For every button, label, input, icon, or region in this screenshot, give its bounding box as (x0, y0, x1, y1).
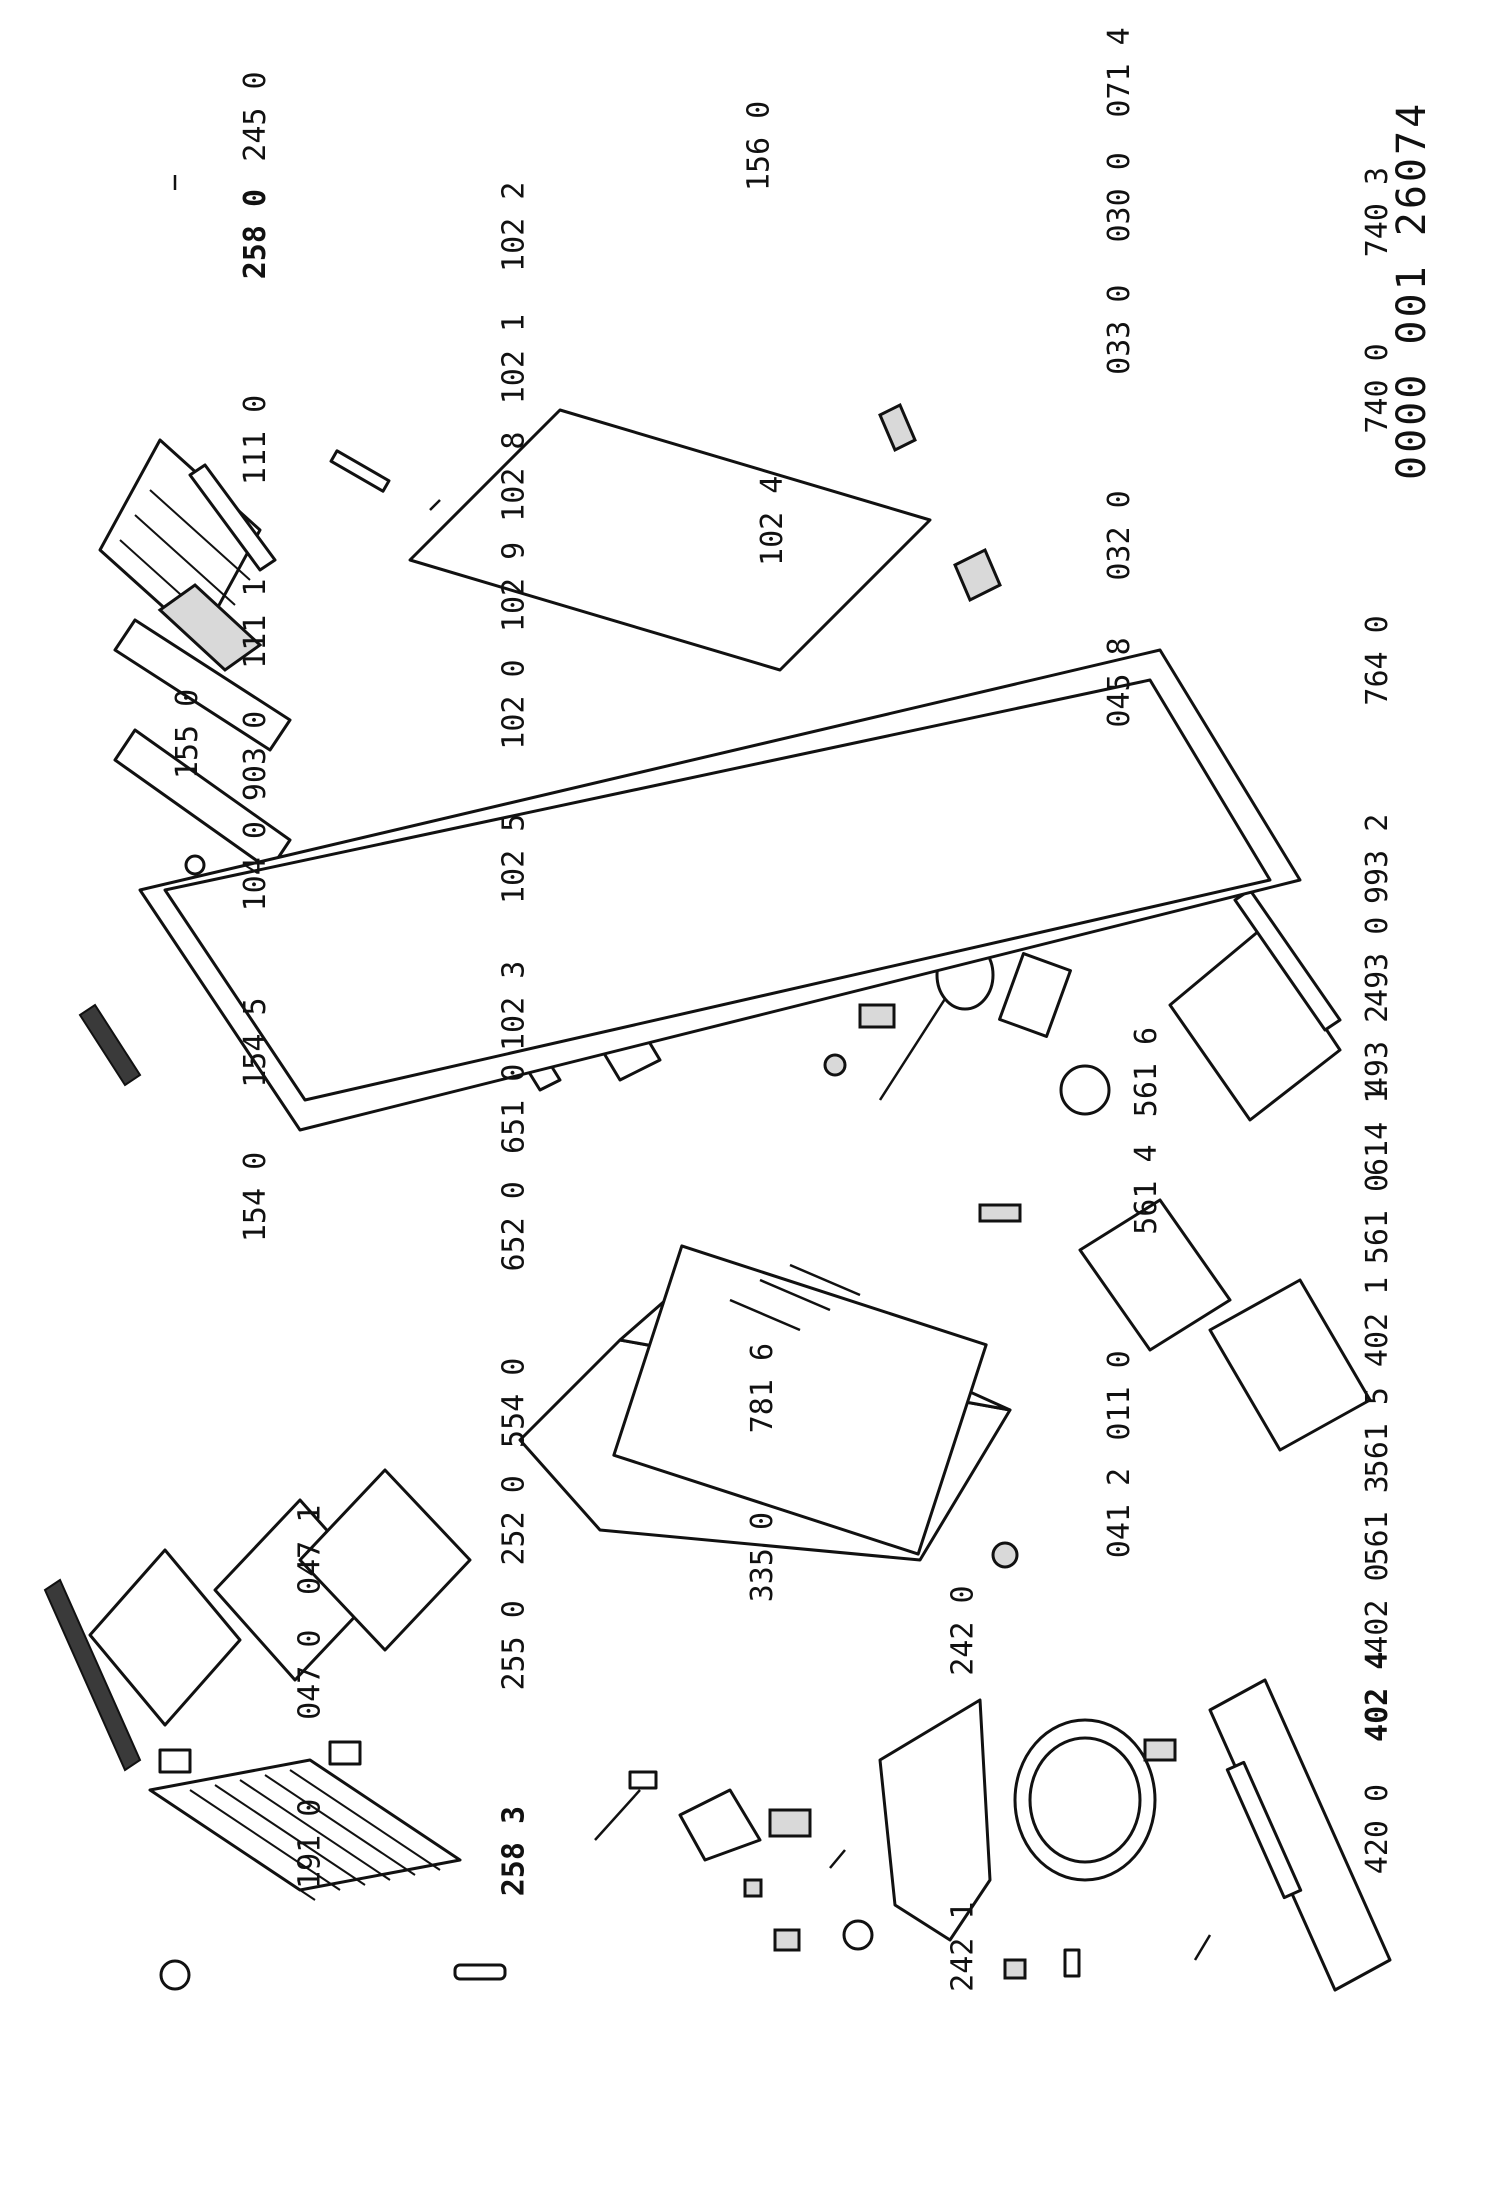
part-label-335-0: 335 0 (745, 1512, 780, 1602)
part-561-5-shape (1003, 1958, 1027, 1980)
part-402-1-shape (878, 1698, 992, 1942)
part-493-0-shape (678, 1788, 762, 1862)
part-label-255-0: 255 0 (497, 1600, 532, 1690)
part-label-245-0: 245 0 (238, 71, 273, 161)
part-label-102-3: 102 3 (497, 961, 532, 1051)
part-label-041-2: 041 2 (1102, 1468, 1137, 1558)
part-242-0-shape (1078, 1198, 1232, 1352)
part-561-0-shape (842, 1919, 874, 1951)
part-label-258-0: 258 0 (238, 189, 273, 279)
part-label-111-0: 111 0 (238, 395, 273, 485)
part-561-6-shape (768, 1808, 812, 1838)
part-047-1-shape (878, 402, 917, 453)
part-label-561-0: 561 0 (1360, 1174, 1395, 1264)
part-label-402-1: 402 1 (1360, 1277, 1395, 1367)
part-label-111-1: 111 1 (238, 579, 273, 669)
part-label-561-6: 561 6 (1129, 1027, 1164, 1117)
part-label-764-0: 764 0 (1360, 615, 1395, 705)
part-label-258-3: 258 3 (497, 1806, 532, 1896)
part-label-102-2: 102 2 (497, 182, 532, 272)
part-011-0-shape (991, 1541, 1019, 1569)
part-154-0-shape (113, 728, 292, 872)
part-258-0-shape (188, 463, 277, 572)
part-label-102-9: 102 9 (497, 542, 532, 632)
part-label-156-0: 156 0 (741, 101, 776, 191)
part-402-4-shape (1193, 1934, 1212, 1961)
part-label-154-5: 154 5 (238, 997, 273, 1087)
part-111-1-shape (429, 499, 441, 511)
part-label-011-0: 011 0 (1102, 1350, 1137, 1440)
part-111-0-shape (329, 449, 391, 493)
part-label-033-0: 033 0 (1102, 285, 1137, 375)
part-label-651-0: 651 0 (497, 1064, 532, 1154)
part-614-1-shape (773, 1928, 801, 1952)
part-label-781-6: 781 6 (745, 1343, 780, 1433)
part-label-420-0: 420 0 (1360, 1784, 1395, 1874)
part-335-0-shape (1059, 1064, 1111, 1116)
part-252-0-shape (998, 952, 1072, 1038)
part-255-0-shape (1168, 928, 1342, 1122)
part-242-1-shape (1208, 1278, 1372, 1452)
part-label-104-0: 104 0 (238, 821, 273, 911)
part-label-191-0: 191 0 (293, 1799, 328, 1889)
part-652-0-shape (858, 1003, 896, 1029)
part-993-2-shape (594, 1770, 658, 1841)
part-740-3-shape (159, 1959, 191, 1991)
part-191-0-gasket (163, 678, 1272, 1102)
part-label-993-2: 993 2 (1360, 814, 1395, 904)
part-156-0-shape (78, 1003, 142, 1087)
part-label-047-0: 047 0 (293, 1630, 328, 1720)
part-154-5-shape (113, 618, 292, 752)
base-plate (1208, 1678, 1392, 1992)
part-label-252-0: 252 0 (497, 1475, 532, 1565)
part-label-045-8: 045 8 (1102, 637, 1137, 727)
part-label-903-0: 903 0 (238, 711, 273, 801)
part-label-047-1: 047 1 (293, 1505, 328, 1595)
part-561-3-shape (1063, 1948, 1081, 1978)
part-label-652-0: 652 0 (497, 1181, 532, 1271)
part-label-102-8: 102 8 (497, 432, 532, 522)
part-label-102-4: 102 4 (755, 476, 790, 566)
part-561-4-shape (829, 1849, 846, 1869)
part-label-032-0: 032 0 (1102, 490, 1137, 580)
part-label-740-3: 740 3 (1360, 167, 1395, 257)
part-label-554-0: 554 0 (497, 1358, 532, 1448)
condenser-coil (148, 1740, 462, 1901)
part-764-0-shape (453, 1963, 507, 1981)
part-041-2-shape (978, 1203, 1022, 1223)
part-155-0-shape (157, 583, 263, 672)
part-651-0-shape (823, 1053, 847, 1077)
part-label-493-2: 493 2 (1360, 1005, 1395, 1095)
part-label-102-1: 102 1 (497, 314, 532, 404)
document-number: 0000 001 26074 (1389, 101, 1435, 480)
part-047-0-shape (953, 547, 1002, 603)
part-label-402-4: 402 4 (1360, 1652, 1395, 1742)
part-104-0-shape (408, 408, 932, 672)
part-071-4-shape (43, 1578, 142, 1772)
part-032-0-shape (298, 1468, 472, 1652)
part-label-561-5: 561 5 (1360, 1387, 1395, 1477)
part-label-242-1: 242 1 (945, 1902, 980, 1992)
part-label-030-0: 030 0 (1102, 152, 1137, 242)
compressor (1013, 1718, 1177, 1882)
part-102-2-shape (184, 854, 206, 876)
part-label-561-3: 561 3 (1360, 1475, 1395, 1565)
part-label-102-5: 102 5 (497, 814, 532, 904)
part-label-154-0: 154 0 (238, 1152, 273, 1242)
part-label-155-0: 155 0 (170, 689, 205, 779)
part-label-493-0: 493 0 (1360, 917, 1395, 1007)
part-label-071-4: 071 4 (1102, 27, 1137, 117)
part-493-2-shape (743, 1878, 763, 1898)
part-030-0-shape (88, 1548, 242, 1727)
part-label-561-4: 561 4 (1129, 1144, 1164, 1234)
part-label-242-0: 242 0 (945, 1585, 980, 1675)
part-label-102-0: 102 0 (497, 659, 532, 749)
part-label-740-0: 740 0 (1360, 343, 1395, 433)
part-label-614-1: 614 1 (1360, 1086, 1395, 1176)
cabinet-body (518, 1244, 1012, 1562)
part-label-402-0: 402 0 (1360, 1563, 1395, 1653)
